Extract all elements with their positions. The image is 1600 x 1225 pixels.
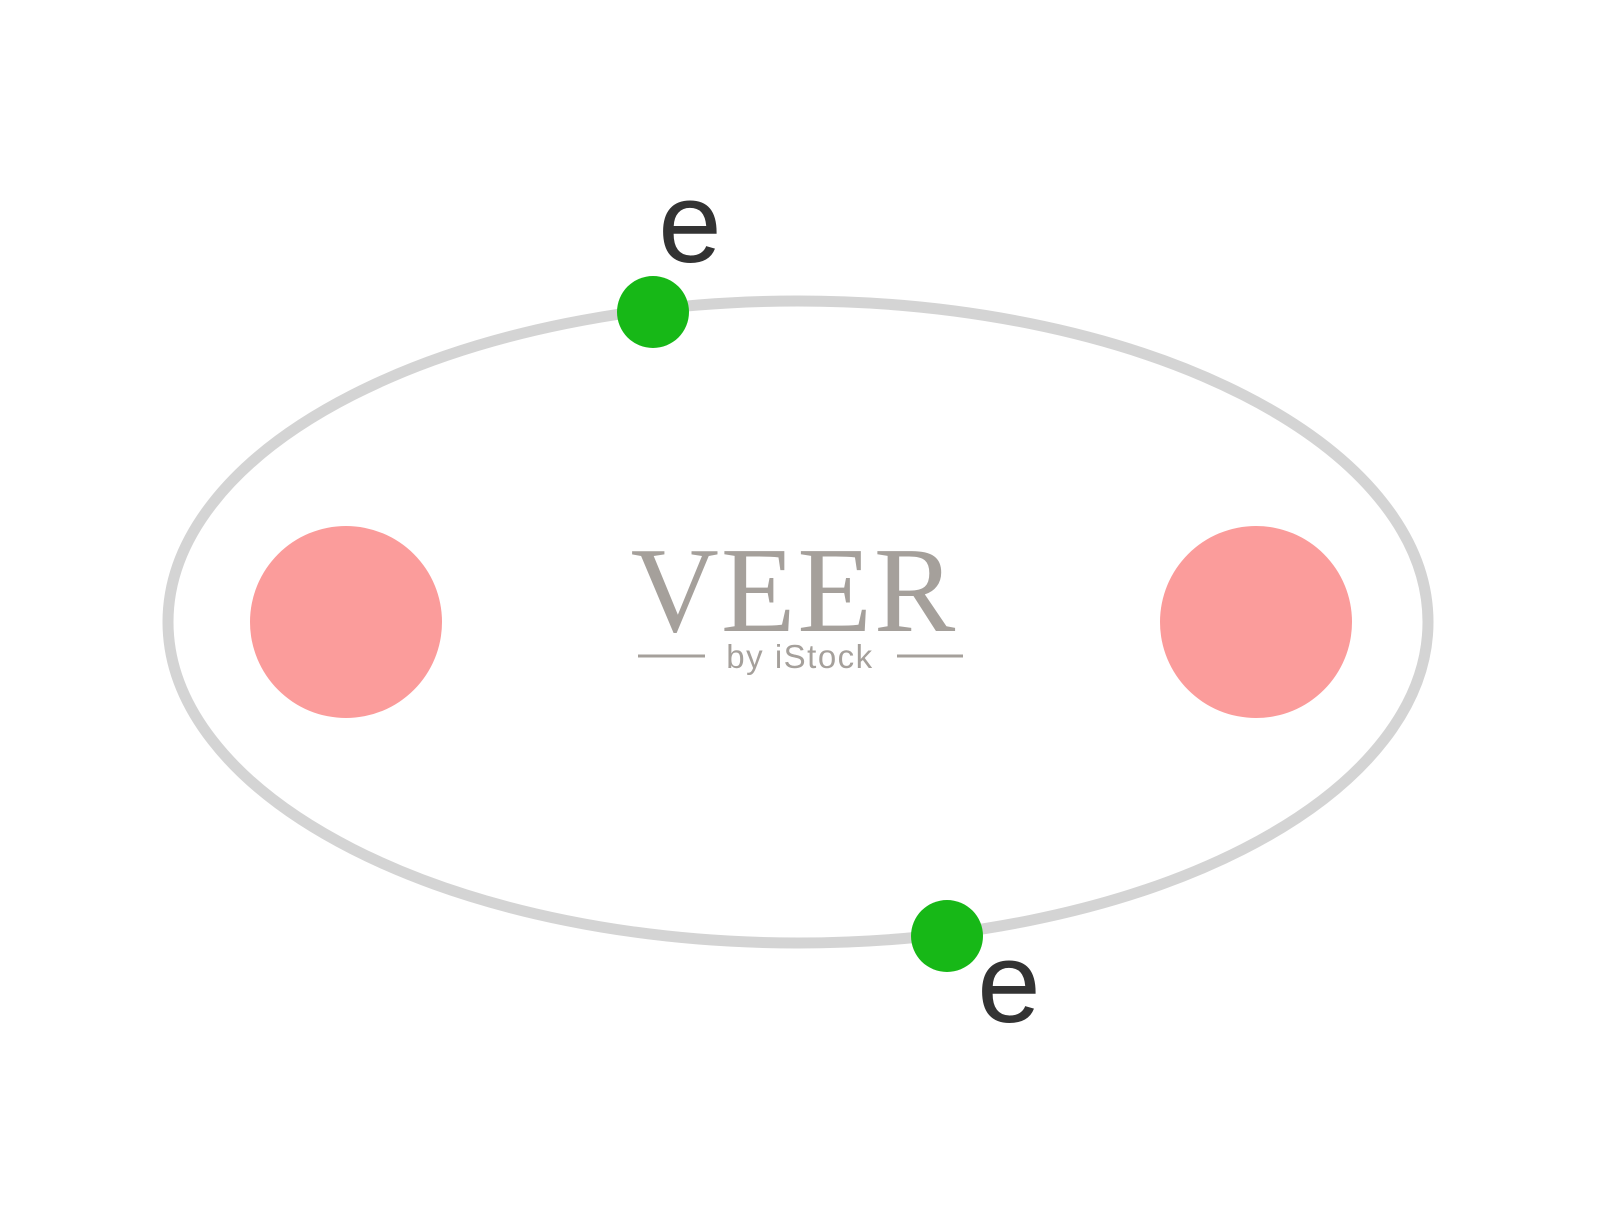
watermark: VEER by iStock: [631, 523, 963, 675]
electron-top: [617, 276, 689, 348]
electron-bottom-label: e: [977, 920, 1040, 1047]
orbit-ellipse: [162, 295, 1434, 949]
watermark-subtitle: by iStock: [726, 638, 873, 675]
electron-bottom: [911, 900, 983, 972]
nucleus-right: [1160, 526, 1352, 718]
nucleus-left: [250, 526, 442, 718]
electron-top-label: e: [658, 160, 721, 287]
watermark-title: VEER: [631, 523, 958, 658]
